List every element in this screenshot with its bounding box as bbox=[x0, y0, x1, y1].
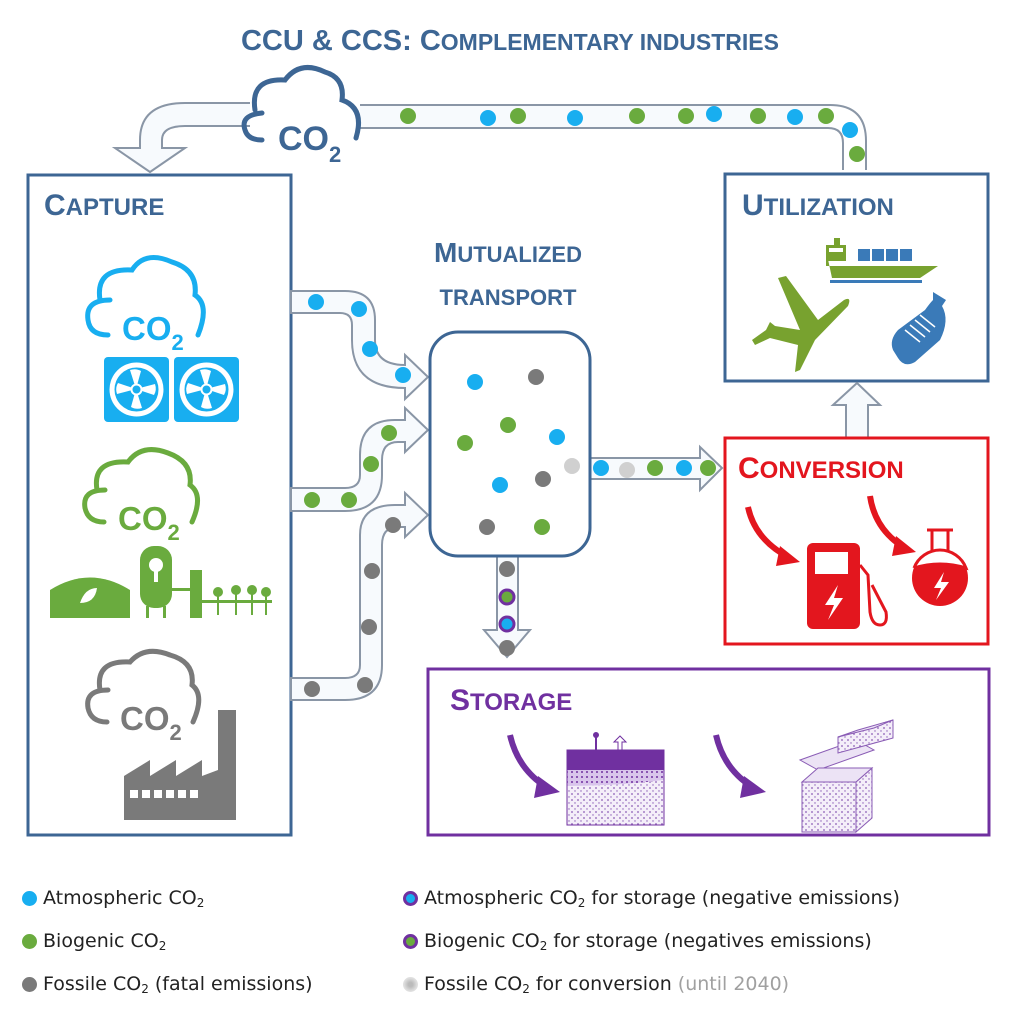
co2-label: CO2 bbox=[278, 120, 341, 167]
atmospheric-input-pipe bbox=[290, 290, 430, 402]
legend-item-atmospheric-storage: Atmospheric CO2 for storage (negative em… bbox=[403, 885, 900, 911]
fan-icon bbox=[104, 357, 169, 422]
legend-item-biogenic: Biogenic CO2 bbox=[22, 928, 166, 954]
fossil-co2-particle bbox=[499, 640, 515, 656]
svg-text:CO2: CO2 bbox=[120, 700, 182, 745]
fossil-conversion-co2-particle bbox=[564, 458, 580, 474]
conversion-arrow-icon bbox=[867, 495, 916, 556]
fossil-co2-particle bbox=[364, 563, 380, 579]
fossil-conversion-co2-particle bbox=[619, 462, 635, 478]
storage-title: STORAGE bbox=[450, 684, 572, 717]
biogenic-storage-dot-icon bbox=[403, 933, 418, 949]
biogenic-co2-particle bbox=[818, 108, 834, 124]
biogenic-co2-particle bbox=[750, 108, 766, 124]
storage-arrow-icon bbox=[507, 734, 560, 798]
input-dots bbox=[304, 294, 411, 697]
biogenic-capture-icon: CO2 bbox=[50, 447, 272, 618]
fossil-co2-particle bbox=[361, 619, 377, 635]
biogenic-co2-particle bbox=[678, 108, 694, 124]
fossil-co2-particle bbox=[304, 681, 320, 697]
atmospheric-co2-particle bbox=[842, 122, 858, 138]
fuel-pump-icon bbox=[807, 543, 888, 629]
biogenic-dot-icon bbox=[22, 933, 37, 949]
conversion-to-utilization-arrow bbox=[830, 381, 883, 437]
airplane-icon bbox=[752, 276, 850, 372]
storage-box bbox=[426, 667, 991, 837]
biogenic-co2-particle bbox=[534, 519, 550, 535]
atmospheric-storage-dot-icon bbox=[403, 890, 418, 906]
atmospheric-co2-particle bbox=[567, 110, 583, 126]
fossil-input-pipe bbox=[290, 490, 430, 701]
factory-icon bbox=[124, 710, 236, 820]
biogenic-co2-particle bbox=[363, 456, 379, 472]
svg-text:CO2: CO2 bbox=[122, 310, 184, 355]
fossil-co2-particle bbox=[535, 471, 551, 487]
bottle-icon bbox=[891, 292, 946, 365]
fossil-co2-particle bbox=[499, 561, 515, 577]
biogenic-co2-particle bbox=[500, 417, 516, 433]
conversion-title: CONVERSION bbox=[738, 452, 904, 485]
capture-title: CAPTURE bbox=[44, 189, 164, 222]
atmospheric-capture-icon: CO2 bbox=[85, 255, 239, 422]
biogenic-co2-particle bbox=[341, 492, 357, 508]
biogenic-co2-particle bbox=[400, 108, 416, 124]
concrete-block-icon bbox=[798, 719, 894, 834]
storage-arrow-icon bbox=[713, 734, 766, 798]
fan-icon bbox=[174, 357, 239, 422]
fossil-co2-particle bbox=[357, 677, 373, 693]
fossil-capture-icon: CO2 bbox=[85, 648, 236, 820]
fossil-co2-particle bbox=[385, 517, 401, 533]
biogenic-co2-particle bbox=[700, 460, 716, 476]
biogenic-co2-particle bbox=[629, 108, 645, 124]
transport-title-line1: MUTUALIZED bbox=[434, 237, 582, 268]
fossil-dot-icon bbox=[22, 976, 37, 992]
atmospheric-dot-icon bbox=[22, 890, 37, 906]
atmospheric-co2-particle bbox=[787, 109, 803, 125]
atmospheric-co2-particle bbox=[593, 460, 609, 476]
biogenic-co2-particle bbox=[647, 460, 663, 476]
atmospheric-co2-particle bbox=[549, 429, 565, 445]
top-co2-cloud: CO2 bbox=[241, 65, 361, 167]
utilization-title: UTILIZATION bbox=[742, 189, 894, 222]
legend-item-fossil: Fossile CO2 (fatal emissions) bbox=[22, 971, 313, 997]
biogenic-co2-particle bbox=[510, 108, 526, 124]
atmospheric-co2-particle bbox=[362, 341, 378, 357]
legend-item-atmospheric: Atmospheric CO2 bbox=[22, 885, 204, 911]
conversion-arrow-icon bbox=[745, 506, 800, 566]
return-arrow-to-capture bbox=[111, 102, 250, 174]
atmospheric-co2-particle bbox=[706, 106, 722, 122]
flask-icon bbox=[912, 528, 969, 606]
atmospheric-co2-particle bbox=[467, 374, 483, 390]
biogenic-co2-particle bbox=[381, 425, 397, 441]
atmospheric-co2-particle bbox=[480, 110, 496, 126]
output-dots bbox=[498, 460, 716, 656]
atmospheric-storage-co2-particle bbox=[498, 615, 516, 633]
ship-icon bbox=[826, 238, 938, 283]
atmospheric-co2-particle bbox=[351, 301, 367, 317]
storage-pipe bbox=[481, 554, 533, 659]
fossil-co2-particle bbox=[479, 519, 495, 535]
svg-text:CO2: CO2 bbox=[118, 500, 180, 545]
legend-item-fossil-conversion: Fossile CO2 for conversion (until 2040) bbox=[403, 971, 789, 997]
fossil-co2-particle bbox=[528, 369, 544, 385]
hub-dots bbox=[457, 369, 580, 535]
diagram-title: CCU & CCS: COMPLEMENTARY INDUSTRIES bbox=[241, 25, 779, 57]
biogas-plant-icon bbox=[50, 546, 272, 618]
atmospheric-co2-particle bbox=[308, 294, 324, 310]
atmospheric-co2-particle bbox=[492, 477, 508, 493]
biogenic-co2-particle bbox=[849, 146, 865, 162]
fossil-conversion-dot-icon bbox=[403, 976, 418, 992]
biogenic-co2-particle bbox=[304, 492, 320, 508]
atmospheric-co2-particle bbox=[395, 367, 411, 383]
transport-hub bbox=[428, 330, 592, 558]
legend-item-biogenic-storage: Biogenic CO2 for storage (negatives emis… bbox=[403, 928, 872, 954]
transport-title-line2: TRANSPORT bbox=[440, 285, 577, 310]
biogenic-co2-particle bbox=[457, 435, 473, 451]
biogenic-storage-co2-particle bbox=[498, 588, 516, 606]
geological-storage-icon bbox=[566, 732, 665, 826]
top-return-dots bbox=[400, 106, 865, 162]
atmospheric-co2-particle bbox=[676, 460, 692, 476]
